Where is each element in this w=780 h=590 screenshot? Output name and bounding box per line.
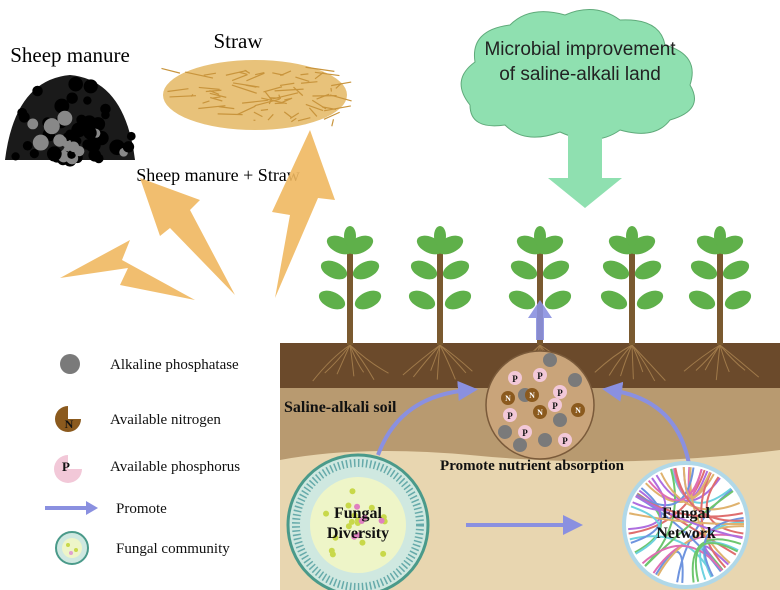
svg-text:P: P	[507, 411, 513, 421]
cloud-title-line2: of saline-alkali land	[499, 64, 661, 85]
svg-text:P: P	[562, 436, 568, 446]
svg-text:P: P	[537, 371, 543, 381]
legend-label-fungal-community: Fungal community	[116, 541, 230, 557]
svg-text:P: P	[522, 428, 528, 438]
legend-label-promote: Promote	[116, 501, 167, 517]
soil-layer-label: Saline-alkali soil	[284, 399, 397, 416]
sheep-manure-label: Sheep manure	[10, 43, 130, 67]
straw-pile	[161, 60, 351, 130]
legend-label-phosphatase: Alkaline phosphatase	[110, 357, 239, 373]
legend-label-nitrogen: Available nitrogen	[110, 412, 221, 428]
legend-label-phosphorus: Available phosphorus	[110, 459, 240, 475]
phosphorus-icon: P	[54, 455, 82, 483]
svg-text:P: P	[552, 401, 558, 411]
svg-text:N: N	[65, 417, 74, 431]
svg-text:P: P	[557, 388, 563, 398]
straw-label: Straw	[214, 29, 264, 53]
process-label: Promote nutrient absorption	[440, 458, 625, 474]
fungal-network-line2: Network	[656, 525, 716, 542]
down-arrow-green	[548, 128, 622, 208]
fungal-diversity-line2: Diversity	[327, 525, 389, 542]
fungal-network-line1: Fungal	[662, 505, 711, 522]
plant	[598, 226, 666, 345]
svg-text:N: N	[537, 408, 543, 417]
lightning-bolt-middle	[140, 178, 235, 295]
svg-text:N: N	[505, 394, 511, 403]
gray-dot-icon	[60, 354, 80, 374]
plant	[686, 226, 754, 345]
plant	[316, 226, 384, 345]
svg-text:N: N	[575, 406, 581, 415]
lightning-bolt-left	[60, 240, 195, 300]
arrow-icon	[45, 501, 98, 515]
cloud-title-line1: Microbial improvement	[484, 39, 676, 60]
plant-row	[316, 226, 754, 345]
fungal-diversity-line1: Fungal	[334, 505, 383, 522]
svg-text:P: P	[512, 374, 518, 384]
svg-text:N: N	[529, 391, 535, 400]
plant	[406, 226, 474, 345]
sheep-manure-pile	[5, 75, 136, 167]
combined-input-label: Sheep manure + Straw	[136, 165, 300, 185]
nitrogen-icon: N	[55, 406, 81, 432]
legend: Alkaline phosphatase N Available nitroge…	[45, 354, 240, 564]
svg-text:P: P	[62, 459, 70, 474]
fungal-diversity-circle	[288, 455, 428, 590]
fungal-community-icon	[56, 532, 88, 564]
